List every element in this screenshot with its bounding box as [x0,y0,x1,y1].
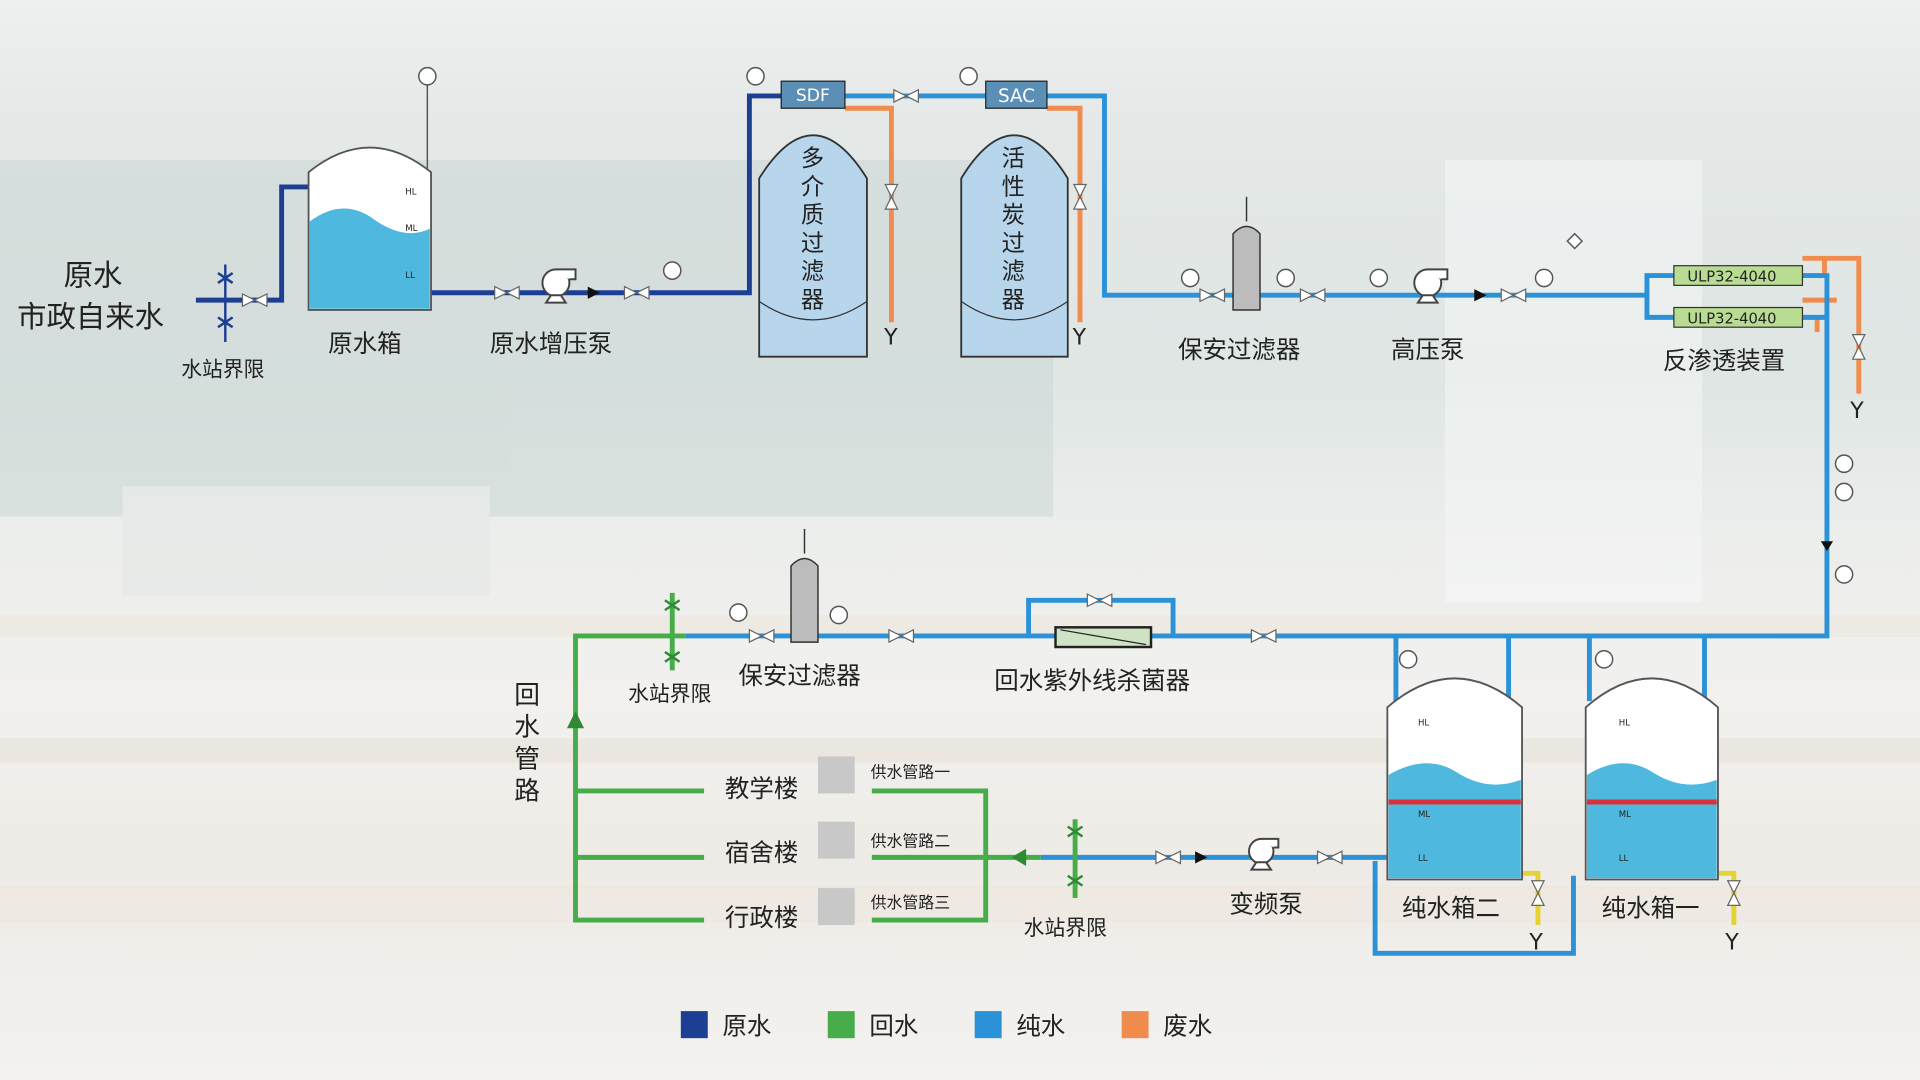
return-pipe-label: 回水 管路 [514,681,540,807]
pure-tank-2-label: 纯水箱二 [1402,893,1500,922]
security-filter [790,196,1261,643]
legend-label: 纯水 [1016,1011,1065,1040]
building-label: 行政楼 [725,903,798,932]
legend-label: 回水 [869,1011,918,1040]
svg-text:过: 过 [1002,230,1025,257]
source-label: 原水 [64,258,123,292]
svg-text:ULP32-4040: ULP32-4040 [1687,310,1776,327]
raw-water-tank: HL ML LL [307,146,432,311]
security-filter-label: 保安过滤器 [1178,335,1300,364]
drain-label: Y [1724,930,1739,956]
svg-text:SAC: SAC [998,86,1035,107]
svg-text:炭: 炭 [1002,202,1025,229]
security-filter-2-label: 保安过滤器 [738,661,860,690]
boundary-marker-icon [664,599,1084,887]
supply-pipe-label: 供水管路三 [871,893,951,912]
svg-text:过: 过 [801,230,824,257]
svg-text:ML: ML [1619,810,1631,820]
pump-icon [541,268,1449,871]
svg-text:器: 器 [1002,286,1025,313]
svg-text:ULP32-4040: ULP32-4040 [1687,269,1776,286]
legend-swatch-return [827,1011,855,1039]
svg-text:LL: LL [1619,854,1629,864]
svg-text:性: 性 [1002,173,1025,200]
pure-water-tank-2: HL ML LL [1386,677,1523,881]
uv-sterilizer [1054,626,1153,649]
supply-flow-arrow-icon [1011,848,1027,866]
boundary-label: 水站界限 [181,357,264,381]
yellow-drain-pipes [1522,870,1737,926]
boundary-label: 水站界限 [628,682,711,706]
legend: 原水 回水 纯水 废水 [680,1011,1212,1041]
svg-text:HL: HL [1619,719,1630,729]
legend-swatch-raw [680,1011,708,1039]
building-icon [817,756,855,926]
supply-pipe-label: 供水管路二 [871,831,951,850]
return-flow-arrow-icon [566,710,585,729]
uv-label: 回水紫外线杀菌器 [994,666,1190,695]
svg-text:质: 质 [801,202,824,229]
ro-modules: ULP32-4040 ULP32-4040 [1673,265,1804,328]
boundary-marker-icon [217,264,234,342]
check-valve-icon [587,286,1834,864]
legend-label: 原水 [722,1011,771,1040]
carbon-filter: SAC 活性 炭过 滤器 [960,80,1069,358]
svg-text:回: 回 [514,681,540,711]
vf-pump-label: 变频泵 [1229,890,1302,919]
boundary-label: 水站界限 [1024,916,1107,940]
svg-text:器: 器 [801,286,824,313]
svg-text:活: 活 [1002,145,1025,172]
legend-swatch-pure [974,1011,1002,1039]
ro-label: 反渗透装置 [1663,346,1785,375]
drain-label: Y [883,324,898,350]
valve-icon [241,88,1866,906]
svg-text:水: 水 [514,713,540,743]
svg-text:LL: LL [405,271,415,281]
building-label: 宿舍楼 [725,838,798,867]
pure-tank-1-label: 纯水箱一 [1602,893,1700,922]
svg-text:ML: ML [1418,810,1430,820]
instrument-gauge-icon [418,66,1854,669]
building-label: 教学楼 [725,774,798,803]
svg-text:SDF: SDF [796,86,830,106]
supply-pipe-label: 供水管路一 [871,762,951,781]
drain-label: Y [1528,930,1543,956]
legend-label: 废水 [1163,1011,1212,1040]
multimedia-filter: SDF 多介 质过 滤器 [758,80,868,358]
raw-tank-label: 原水箱 [328,329,401,358]
drain-label: Y [1849,398,1864,424]
svg-text:HL: HL [405,187,416,197]
source-label-2: 市政自来水 [17,300,164,334]
hp-pump-label: 高压泵 [1391,335,1464,364]
svg-text:HL: HL [1418,719,1429,729]
svg-text:管: 管 [514,745,540,775]
raw-pump-label: 原水增压泵 [490,329,612,358]
svg-text:滤: 滤 [1002,258,1025,285]
svg-text:介: 介 [801,173,824,200]
drain-label: Y [1072,324,1087,350]
svg-text:多: 多 [801,145,824,172]
legend-swatch-waste [1121,1011,1149,1039]
svg-text:LL: LL [1418,854,1428,864]
svg-text:ML: ML [405,224,417,234]
svg-text:滤: 滤 [801,258,824,285]
pure-water-tank-1: HL ML LL [1584,677,1719,881]
svg-text:路: 路 [514,776,540,806]
